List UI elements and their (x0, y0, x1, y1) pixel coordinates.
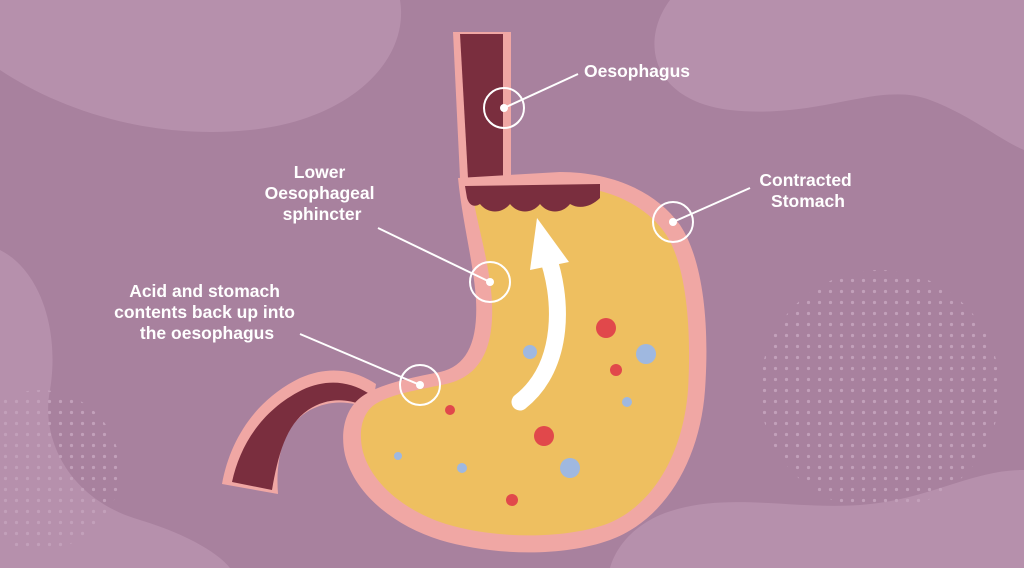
circle-marker-icon (483, 87, 525, 129)
label-contracted-stomach: Contracted Stomach (759, 170, 856, 211)
label-oesophagus: Oesophagus (584, 61, 690, 81)
stomach-contents (360, 186, 690, 536)
acid-drop (534, 426, 554, 446)
acid-drop (445, 405, 455, 415)
circle-marker-icon (652, 201, 694, 243)
acid-drop (610, 364, 622, 376)
leader-line-contracted-stomach (672, 187, 751, 223)
leader-line-oesophagus (503, 73, 579, 109)
bubble (622, 397, 632, 407)
bubble (560, 458, 580, 478)
leader-line-acid-backflow (299, 333, 421, 386)
dot-pattern-right (760, 270, 1000, 510)
oesophagus-lumen (460, 34, 503, 178)
fundus-scallop (465, 184, 600, 212)
bubble (394, 452, 402, 460)
bubble (457, 463, 467, 473)
background-blob-top-right (654, 0, 1024, 150)
arrow-head (530, 218, 569, 270)
bubble (523, 345, 537, 359)
label-lower-sphincter: Lower Oesophageal sphincter (265, 162, 380, 224)
background-blob-top-left (0, 0, 402, 132)
acid-drop (596, 318, 616, 338)
duodenum-lumen (232, 382, 368, 490)
label-acid-backflow: Acid and stomach contents back up into t… (114, 281, 300, 343)
dot-pattern-left (0, 390, 120, 550)
circle-marker-icon (469, 261, 511, 303)
bubble (636, 344, 656, 364)
arrow-up-icon (511, 243, 566, 411)
circle-marker-icon (399, 364, 441, 406)
acid-drop (506, 494, 518, 506)
